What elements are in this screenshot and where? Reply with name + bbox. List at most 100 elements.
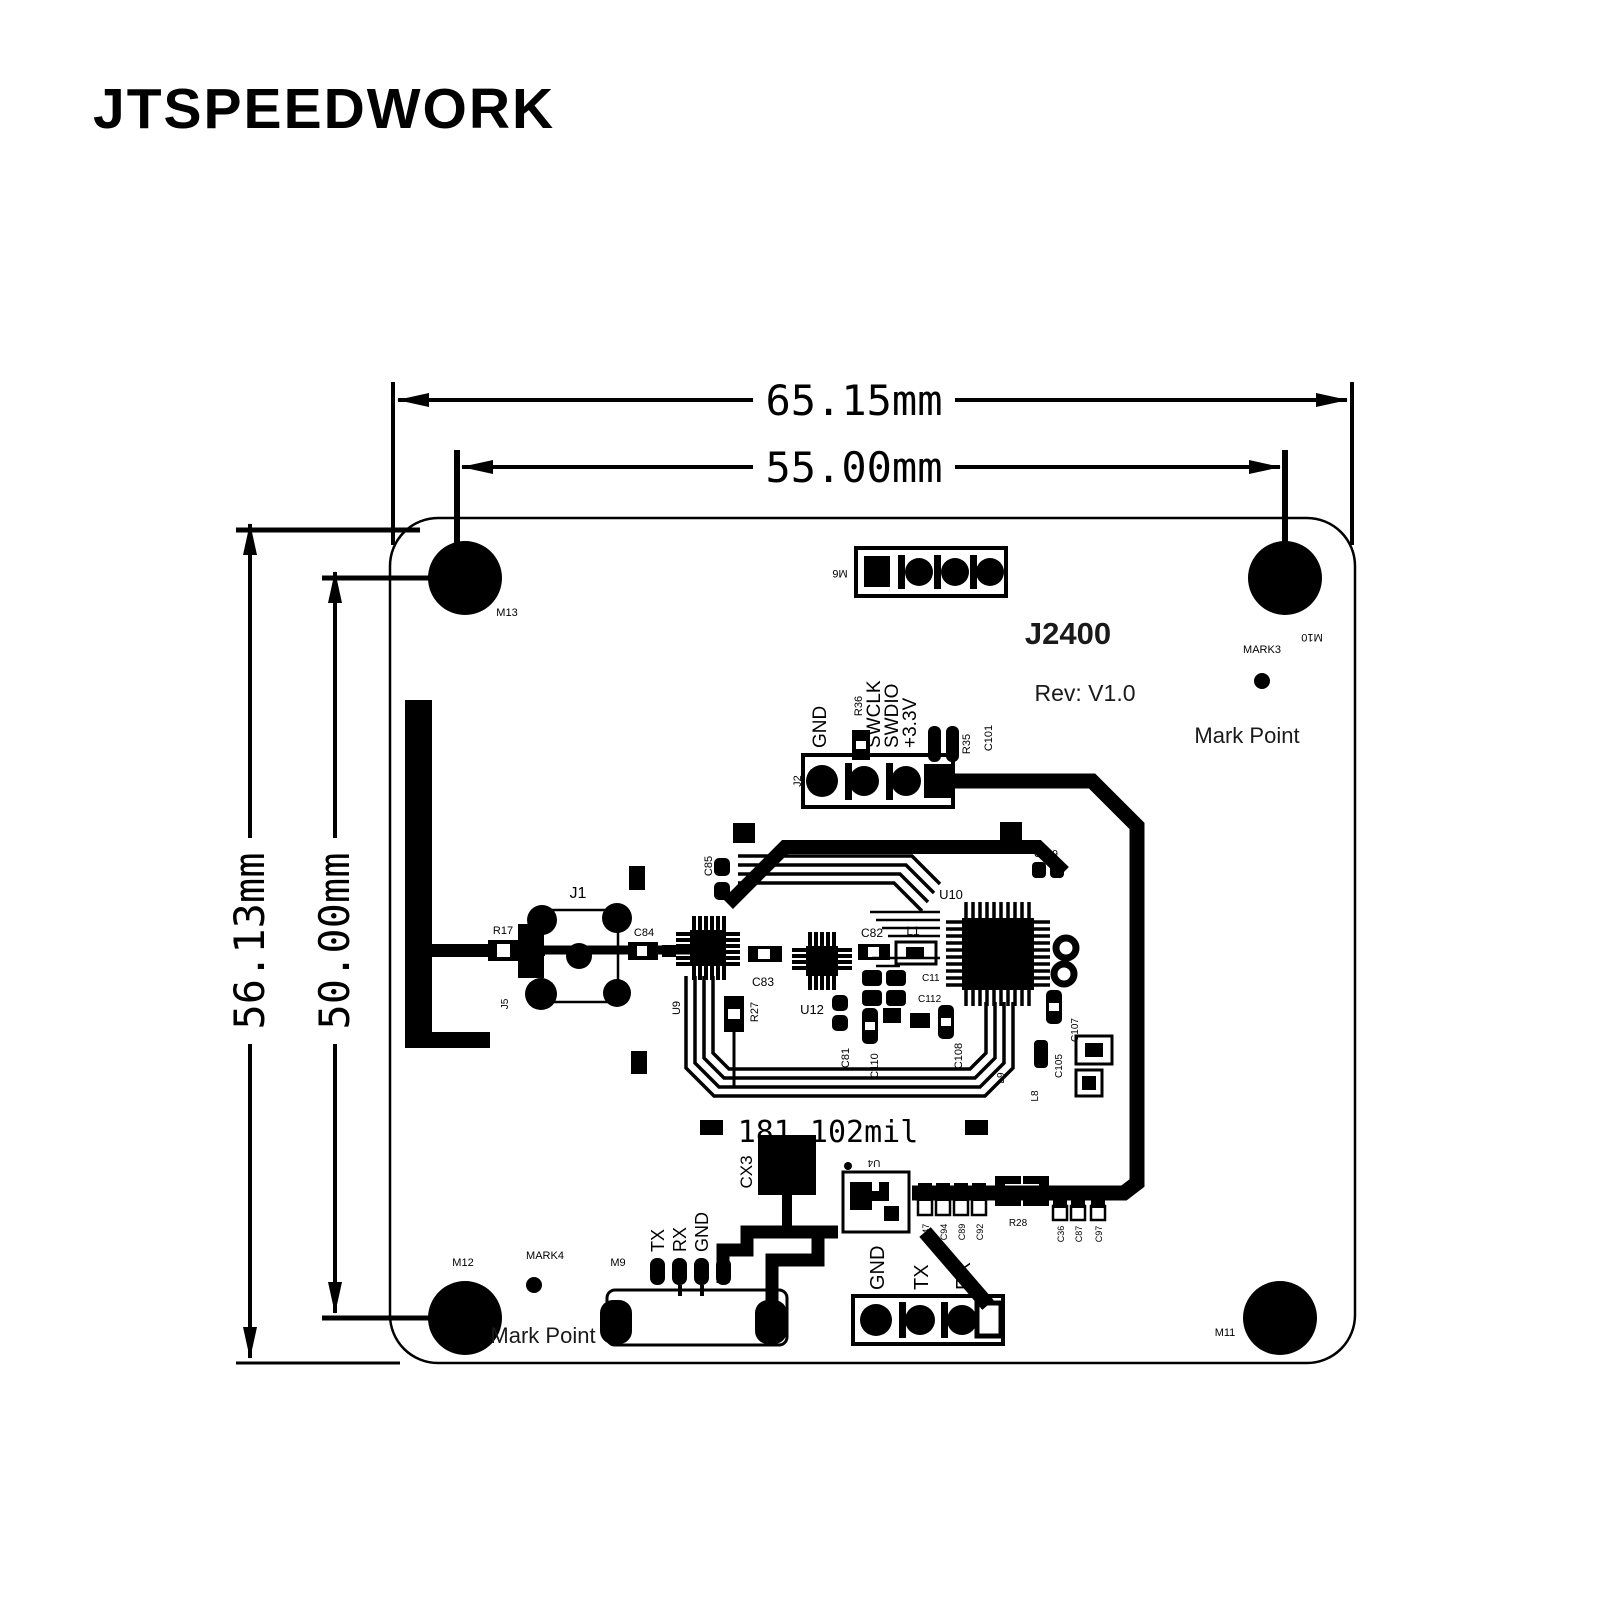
- c110-label: C110: [869, 1053, 881, 1078]
- loop-antenna-traces: [684, 854, 1015, 1098]
- connector-m6: M6: [832, 546, 1008, 598]
- c87-label: C87: [1074, 1226, 1084, 1243]
- chip-u10: U10: [939, 887, 1058, 1006]
- c108-label: C108: [953, 1043, 965, 1069]
- uart-pin-rx: RX: [953, 1262, 975, 1290]
- mounting-hole-m13: [428, 541, 502, 615]
- board-model: J2400: [1025, 616, 1111, 651]
- c97-label: C97: [1094, 1226, 1104, 1243]
- mark4-label: MARK4: [526, 1250, 564, 1262]
- r27-label: R27: [749, 1002, 761, 1022]
- c84-label: C84: [634, 927, 654, 939]
- dimension-outer-height: 56.13mm: [225, 523, 420, 1365]
- usb-pin-tx: TX: [648, 1229, 668, 1252]
- pad: [1000, 822, 1022, 842]
- hole-label-m12: M12: [452, 1257, 473, 1269]
- via: [1050, 960, 1078, 988]
- dim-inner-height-label: 50.00mm: [310, 852, 359, 1029]
- pad: [631, 1051, 647, 1074]
- cap-c81: [832, 995, 848, 1011]
- inductor-l1: [894, 940, 938, 966]
- j2-label: J2: [792, 775, 804, 787]
- usb-pin-gnd: GND: [692, 1212, 712, 1252]
- connector-m9-usb: M9 TX RX GND: [600, 1212, 789, 1347]
- swd-pin-swdio: SWDIO: [882, 684, 903, 748]
- logo-text: JTSPEEDWORK: [93, 77, 555, 141]
- c94-label: C94: [939, 1224, 949, 1241]
- u12-label: U12: [800, 1002, 824, 1017]
- board-revision: Rev: V1.0: [1035, 680, 1136, 706]
- usb-pin-rx: RX: [670, 1227, 690, 1252]
- mounting-hole-m11: [1243, 1281, 1317, 1355]
- r28-label: R28: [1009, 1218, 1028, 1229]
- mark-point-top-label: Mark Point: [1194, 723, 1299, 748]
- pad: [700, 1120, 723, 1135]
- fiducial-mark3: MARK3 Mark Point: [1194, 644, 1299, 748]
- hole-label-m10: M10: [1301, 631, 1322, 643]
- inductor-l9: [1074, 1034, 1114, 1066]
- c81-label: C81: [840, 1048, 852, 1068]
- dim-inner-width-label: 55.00mm: [765, 443, 942, 492]
- swd-pin-33v: +3.3V: [900, 697, 921, 748]
- m6-label: M6: [832, 567, 847, 579]
- uart-pin-tx: TX: [911, 1264, 933, 1290]
- pad: [629, 866, 645, 890]
- fiducial-mark4: MARK4 Mark Point: [490, 1250, 595, 1348]
- c85-label: C85: [703, 856, 715, 876]
- caps-c115-c112: C115 C112: [862, 970, 946, 1006]
- c107-label: C107: [1070, 1018, 1081, 1042]
- cap-c85: [714, 858, 730, 876]
- hole-label-m13: M13: [496, 607, 517, 619]
- hole-label-m11: M11: [1215, 1327, 1236, 1339]
- j1-label: J1: [570, 885, 587, 902]
- dimension-inner-width: 55.00mm: [454, 443, 1288, 560]
- c101-label: C101: [983, 725, 995, 751]
- cx3-label: CX3: [737, 1155, 756, 1188]
- via: [1052, 934, 1080, 962]
- pcb-outline: [388, 516, 1357, 1365]
- c112-label: C112: [918, 994, 942, 1005]
- connector-uart: GND TX RX: [851, 1246, 1005, 1346]
- chip-u9: U9 C85 R27 C83: [671, 856, 782, 1086]
- connector-u4: U4: [841, 1157, 911, 1234]
- mark-point-bottom-label: Mark Point: [490, 1323, 595, 1348]
- c105-label: C105: [1054, 1054, 1065, 1078]
- j5-label: J5: [500, 998, 511, 1009]
- c89-label: C89: [957, 1224, 967, 1241]
- u10-label: U10: [939, 887, 963, 902]
- c82-label: C82: [861, 926, 883, 940]
- c47-label: C47: [921, 1224, 931, 1241]
- pad: [965, 1120, 988, 1135]
- mark4-dot: [526, 1277, 542, 1293]
- cap-c109: [1032, 862, 1046, 878]
- connector-j1: R17 J1 J5 C84: [488, 885, 690, 1010]
- u4-label: U4: [867, 1157, 880, 1168]
- c83-label: C83: [752, 975, 774, 989]
- mark3-dot: [1254, 673, 1270, 689]
- l8-label: L8: [1030, 1090, 1041, 1102]
- l9-label: L9: [996, 1072, 1007, 1084]
- uart-pin-gnd: GND: [867, 1246, 889, 1290]
- component-cx3: [758, 1135, 816, 1195]
- r35-label: R35: [961, 734, 973, 754]
- mark3-label: MARK3: [1243, 644, 1281, 656]
- c92-label: C92: [975, 1224, 985, 1241]
- signal-traces: [870, 910, 944, 968]
- resistor-r28: R28: [995, 1176, 1049, 1229]
- m9-label: M9: [610, 1257, 625, 1269]
- r36-label: R36: [853, 696, 865, 716]
- mounting-hole-m10: [1248, 541, 1322, 615]
- inductor-l8: [1074, 1068, 1104, 1098]
- cap-c105: [1034, 1040, 1048, 1068]
- c115-label: C115: [922, 973, 946, 984]
- trace-usb-pad: [765, 1232, 825, 1302]
- antenna-element: [405, 700, 490, 1048]
- cap-row: C47 C94 C89 C92: [916, 1183, 988, 1241]
- mounting-hole-m12: [428, 1281, 502, 1355]
- cap-row-2: C36 C87 C97: [1051, 1192, 1107, 1243]
- trace-swd-bus: [912, 773, 1145, 1201]
- dim-outer-height-label: 56.13mm: [225, 852, 274, 1029]
- dim-outer-width-label: 65.15mm: [765, 376, 942, 425]
